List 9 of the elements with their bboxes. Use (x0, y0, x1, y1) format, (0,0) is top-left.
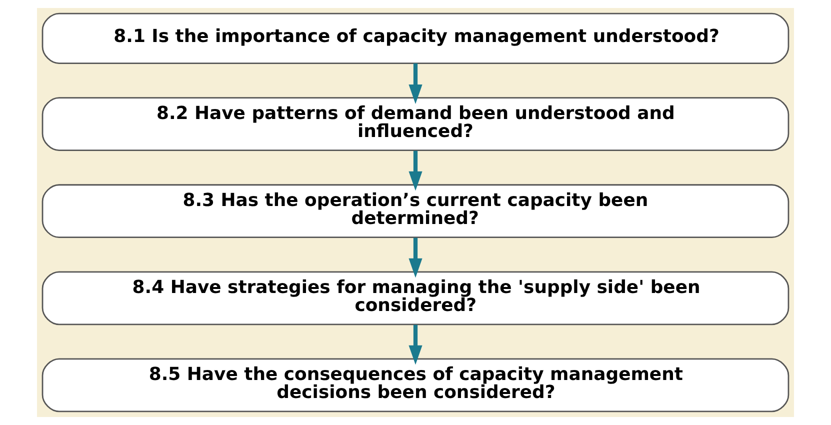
arrow (408, 150, 422, 191)
arrow (408, 324, 422, 365)
node-box: 8.1 Is the importance of capacity management understood? (42, 12, 790, 64)
node-box: 8.2 Have patterns of demand been understood and influenced? (42, 97, 790, 152)
arrow (408, 238, 422, 278)
node-box: 8.3 Has the operation’s current capacity been determined? (42, 184, 790, 238)
arrow (408, 63, 422, 104)
node-box: 8.5 Have the consequences of capacity management decisions been considered? (42, 358, 790, 412)
node-box: 8.4 Have strategies for managing the 'supply side' been considered? (42, 271, 790, 326)
